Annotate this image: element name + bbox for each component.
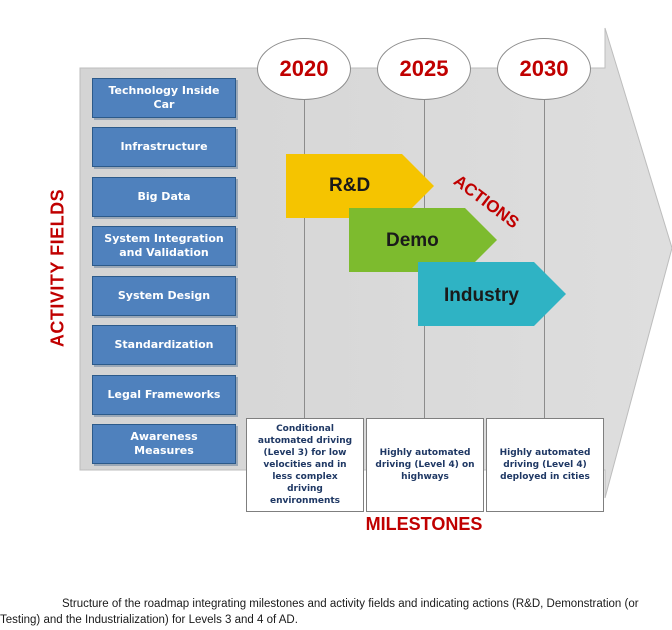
roadmap-diagram: Technology Inside Car Infrastructure Big…: [47, 27, 672, 534]
activity-fields-label: ACTIVITY FIELDS: [47, 188, 68, 348]
year-label: 2020: [279, 56, 329, 81]
milestones-label: MILESTONES: [365, 514, 483, 534]
year-oval-2025: 2025: [377, 38, 471, 100]
action-arrow-rd: [286, 154, 434, 218]
figure-caption: Structure of the roadmap integrating mil…: [0, 598, 639, 626]
year-oval-2030: 2030: [497, 38, 591, 100]
field-system-design: System Design: [92, 276, 236, 316]
field-label: System Design: [117, 289, 211, 302]
field-technology-inside-car: Technology Inside Car: [92, 78, 236, 118]
action-label-industry: Industry: [444, 285, 519, 306]
field-label: Legal Frameworks: [107, 388, 221, 401]
action-arrow-industry: [418, 262, 566, 326]
milestone-text: Highly automated driving (Level 4) on hi…: [375, 448, 475, 482]
milestone-2020: Conditional automated driving (Level 3) …: [246, 418, 364, 512]
field-label: Big Data: [137, 190, 191, 203]
field-legal-frameworks: Legal Frameworks: [92, 375, 236, 415]
field-system-integration: System Integration and Validation: [92, 226, 236, 266]
field-label: Awareness Measures: [130, 430, 198, 457]
timeline-line-2030: [544, 100, 545, 418]
milestone-2025: Highly automated driving (Level 4) on hi…: [366, 418, 484, 512]
year-label: 2030: [519, 56, 569, 81]
field-label: Technology Inside Car: [108, 84, 220, 111]
field-label: Infrastructure: [120, 140, 208, 153]
action-label-rd: R&D: [329, 175, 371, 196]
action-label-demo: Demo: [386, 230, 439, 251]
field-infrastructure: Infrastructure: [92, 127, 236, 167]
field-awareness-measures: Awareness Measures: [92, 424, 236, 464]
year-oval-2020: 2020: [257, 38, 351, 100]
milestone-text: Highly automated driving (Level 4) deplo…: [499, 448, 591, 482]
field-big-data: Big Data: [92, 177, 236, 217]
year-label: 2025: [399, 56, 449, 81]
field-label: Standardization: [114, 338, 214, 351]
action-arrow-demo: [349, 208, 497, 272]
milestone-2030: Highly automated driving (Level 4) deplo…: [486, 418, 604, 512]
field-label: System Integration and Validation: [104, 232, 224, 259]
milestone-text: Conditional automated driving (Level 3) …: [257, 424, 353, 506]
timeline-line-2020: [304, 100, 305, 418]
field-standardization: Standardization: [92, 325, 236, 365]
